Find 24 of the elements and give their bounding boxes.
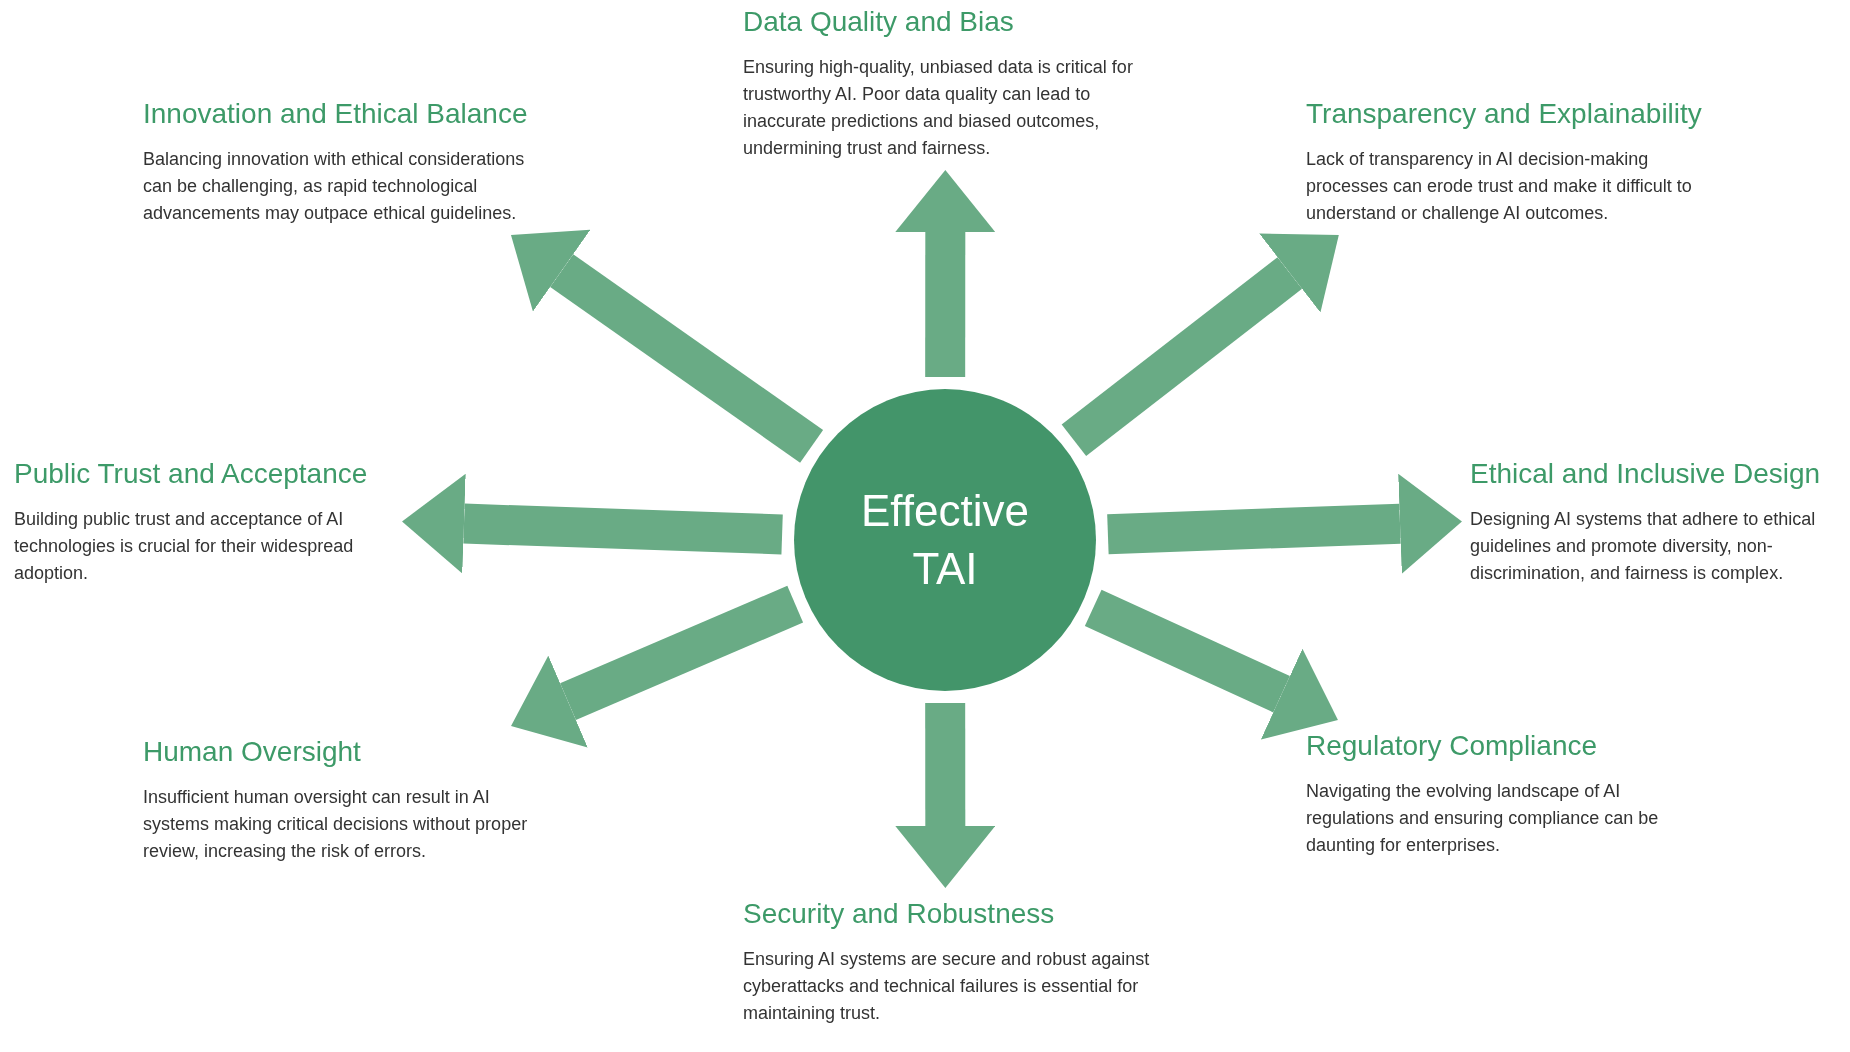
- description: Balancing innovation with ethical considerations can be challenging, as rapid technological advancements may outpace ethical guidelines.: [143, 148, 526, 225]
- block-arrow: [1107, 473, 1462, 574]
- heading: Human Oversight: [143, 735, 361, 769]
- heading: Public Trust and Acceptance: [14, 457, 368, 491]
- block-arrow: [511, 229, 824, 463]
- description: Designing AI systems that adhere to ethical guidelines and promote diversity, non-discrimination, and fairness is complex.: [1470, 508, 1817, 585]
- block-arrow: [1084, 589, 1338, 740]
- heading: Innovation and Ethical Balance: [143, 97, 528, 131]
- description: Ensuring high-quality, unbiased data is critical for trustworthy AI. Poor data quality can lead to inaccurate predictions and biased outcomes, undermining trust and fairness.: [743, 56, 1134, 160]
- heading: Regulatory Compliance: [1306, 729, 1598, 763]
- block-arrow: [895, 170, 996, 377]
- description: Insufficient human oversight can result in AI systems making critical decisions without proper review, increasing the risk of errors.: [143, 786, 529, 863]
- description: Navigating the evolving landscape of AI regulations and ensuring compliance can be daunting for enterprises.: [1306, 780, 1660, 857]
- description: Ensuring AI systems are secure and robust against cyberattacks and technical failures is essential for maintaining trust.: [743, 948, 1151, 1025]
- block-arrow: [511, 585, 804, 748]
- description: Lack of transparency in AI decision-making processes can erode trust and make it difficult to understand or challenge AI outcomes.: [1306, 148, 1693, 225]
- center-label: Effective TAI: [860, 485, 1030, 595]
- block-arrow: [895, 703, 996, 888]
- heading: Ethical and Inclusive Design: [1470, 457, 1821, 491]
- heading: Transparency and Explainability: [1306, 97, 1702, 131]
- description: Building public trust and acceptance of AI technologies is crucial for their widespread adoption.: [14, 508, 355, 585]
- heading: Data Quality and Bias: [743, 5, 1014, 39]
- heading: Security and Robustness: [743, 897, 1055, 931]
- block-arrow: [1061, 233, 1339, 456]
